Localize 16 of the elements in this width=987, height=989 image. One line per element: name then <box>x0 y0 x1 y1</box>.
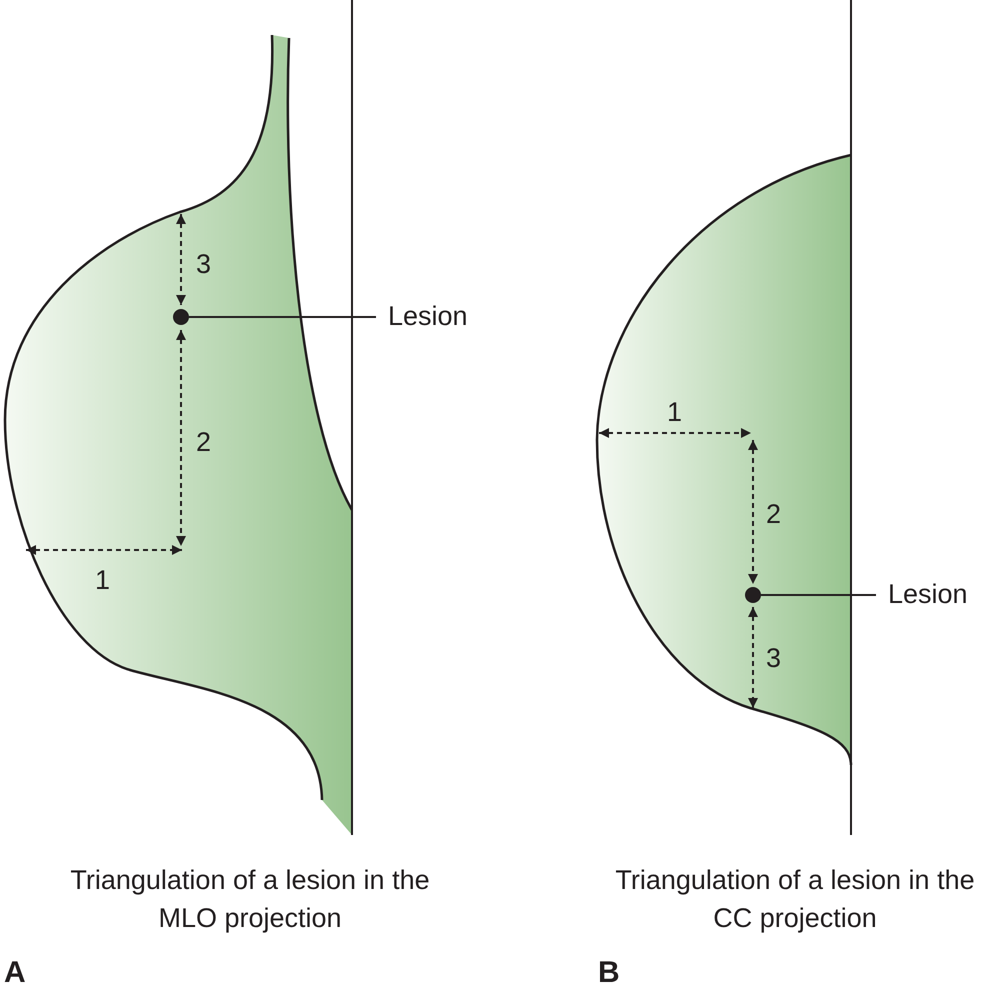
dimension-number: 1 <box>667 396 682 429</box>
panel-letter: A <box>4 955 26 989</box>
leader-line <box>761 594 876 596</box>
panel-letter: B <box>598 955 620 989</box>
dimension-number: 2 <box>196 426 212 459</box>
dimension-number: 1 <box>95 564 110 597</box>
lesion-label: Lesion <box>388 298 468 336</box>
dimension-number: 2 <box>766 498 782 531</box>
lesion-dot <box>745 587 761 603</box>
lesion-dot <box>173 309 189 325</box>
lesion-label: Lesion <box>888 576 968 614</box>
figure-caption: Triangulation of a lesion in the CC projection <box>614 864 976 935</box>
dimension-number: 3 <box>196 248 212 281</box>
figure-caption: Triangulation of a lesion in the MLO projection <box>69 864 431 935</box>
leader-line <box>189 316 376 318</box>
dimension-number: 3 <box>766 642 782 675</box>
